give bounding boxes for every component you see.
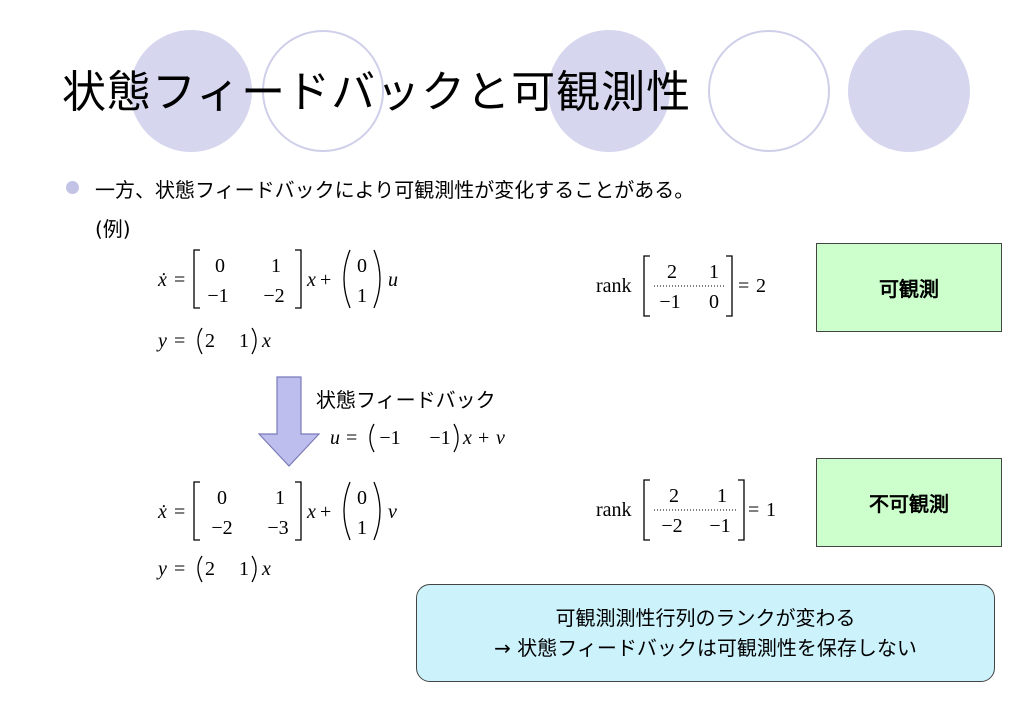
- svg-text:y: y: [156, 330, 167, 352]
- matrix-c-cell: 1: [239, 330, 249, 352]
- rank-matrix-cell: 1: [709, 261, 719, 283]
- decor-circle-3: [548, 30, 670, 152]
- rank-expression-after: rank 2 1 −2 −1 = 1: [596, 479, 776, 541]
- matrix-a-cell: −2: [263, 285, 284, 307]
- bullet-text: 一方、状態フィードバックにより可観測性が変化することがある。: [95, 178, 695, 202]
- state-equation-after: ẋ = 0 1 −2 −3 x + 0 1 v: [157, 481, 397, 541]
- svg-text:=: =: [174, 330, 185, 352]
- svg-text:+: +: [320, 269, 331, 291]
- equals-sign: =: [174, 269, 185, 291]
- xdot-symbol: ẋ: [157, 269, 167, 291]
- rank-matrix-cell: 0: [709, 291, 719, 313]
- feedback-gain-cell: −1: [379, 427, 400, 449]
- svg-text:+: +: [320, 501, 331, 523]
- rank-word: rank: [596, 499, 632, 521]
- output-equation-before: y = 2 1 x: [156, 327, 271, 355]
- rank-matrix-cell: 2: [669, 485, 679, 507]
- svg-text:=: =: [738, 275, 749, 297]
- unobservable-status-box: 不可観測: [816, 458, 1002, 547]
- down-arrow-icon: [258, 376, 320, 467]
- conclusion-box: 可観測測性行列のランクが変わる → 状態フィードバックは可観測性を保存しない: [416, 584, 995, 682]
- xdot-symbol: ẋ: [157, 501, 167, 523]
- new-input-symbol: v: [496, 427, 505, 449]
- svg-text:x: x: [306, 501, 316, 523]
- matrix-a-cell: 1: [275, 487, 285, 509]
- rank-matrix-cell: 2: [667, 261, 677, 283]
- observable-status-box: 可観測: [816, 243, 1002, 332]
- unobservable-status-label: 不可観測: [869, 492, 949, 516]
- rank-matrix-cell: −2: [661, 515, 682, 537]
- matrix-a-cell: 0: [215, 255, 225, 277]
- matrix-c-cell: 2: [205, 558, 215, 580]
- decor-circle-2: [262, 30, 384, 152]
- matrix-b-cell: 0: [357, 487, 367, 509]
- matrix-a-cell: −2: [211, 517, 232, 539]
- matrix-a-cell: 0: [217, 487, 227, 509]
- matrix-a-cell: −3: [267, 517, 288, 539]
- matrix-a-cell: −1: [207, 285, 228, 307]
- svg-text:u: u: [330, 427, 340, 449]
- rank-word: rank: [596, 275, 632, 297]
- svg-text:x: x: [261, 558, 271, 580]
- svg-text:x: x: [462, 427, 472, 449]
- svg-text:x: x: [306, 269, 316, 291]
- decor-circle-1: [130, 30, 252, 152]
- decor-circle-5: [848, 30, 970, 152]
- observable-status-label: 可観測: [879, 277, 939, 301]
- svg-text:=: =: [748, 499, 759, 521]
- rank-matrix-cell: −1: [709, 515, 730, 537]
- bullet-icon: [66, 181, 79, 194]
- feedback-law: u = −1 −1 x + v: [330, 423, 505, 453]
- svg-text:y: y: [156, 558, 167, 580]
- output-equation-after: y = 2 1 x: [156, 555, 271, 583]
- rank-expression-before: rank 2 1 −1 0 = 2: [596, 255, 766, 317]
- matrix-b-cell: 1: [357, 285, 367, 307]
- input-symbol: u: [388, 269, 398, 291]
- slide-title: 状態フィードバックと可観測性: [62, 67, 692, 118]
- svg-text:+: +: [478, 427, 489, 449]
- feedback-label: 状態フィードバック: [316, 388, 496, 412]
- decor-circle-4: [708, 30, 830, 152]
- rank-value: 1: [766, 499, 776, 521]
- input-symbol: v: [388, 501, 397, 523]
- matrix-b-cell: 1: [357, 517, 367, 539]
- svg-text:=: =: [174, 558, 185, 580]
- state-equation-before: ẋ = 0 1 −1 −2 x + 0 1 u: [157, 249, 398, 309]
- conclusion-line-1: 可観測測性行列のランクが変わる: [555, 606, 856, 630]
- matrix-a-cell: 1: [271, 255, 281, 277]
- rank-matrix-cell: 1: [717, 485, 727, 507]
- conclusion-line-2: → 状態フィードバックは可観測性を保存しない: [494, 636, 917, 660]
- svg-text:x: x: [261, 330, 271, 352]
- svg-text:=: =: [346, 427, 357, 449]
- svg-text:=: =: [174, 501, 185, 523]
- matrix-c-cell: 1: [239, 558, 249, 580]
- matrix-c-cell: 2: [205, 330, 215, 352]
- example-label: (例): [95, 217, 131, 241]
- rank-value: 2: [756, 275, 766, 297]
- feedback-gain-cell: −1: [429, 427, 450, 449]
- matrix-b-cell: 0: [357, 255, 367, 277]
- rank-matrix-cell: −1: [659, 291, 680, 313]
